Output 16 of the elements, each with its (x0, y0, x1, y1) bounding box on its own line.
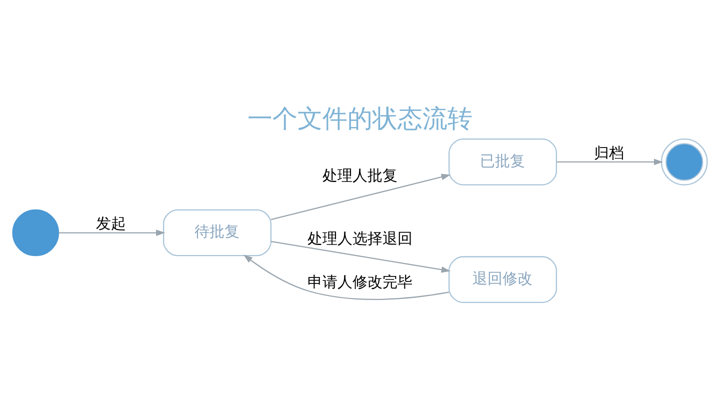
arrow (58, 230, 166, 236)
node-box: 待批复 (163, 209, 272, 256)
arrow (270, 240, 451, 273)
node-box: 已批复 (448, 138, 557, 186)
arrow (243, 254, 449, 300)
arrow (270, 174, 450, 220)
node-box: 退回修改 (448, 256, 557, 303)
edge-label: 申请人修改完毕 (308, 274, 412, 291)
node-doublecircle (660, 138, 708, 186)
edge-label: 发起 (96, 216, 126, 233)
edge-label: 处理人批复 (322, 168, 398, 185)
node-circle (12, 209, 60, 256)
arrow (556, 158, 664, 166)
edge-label: 归档 (594, 144, 624, 162)
diagram-title: 一个文件的状态流转 (248, 104, 472, 134)
edge-label: 处理人选择退回 (308, 230, 412, 248)
